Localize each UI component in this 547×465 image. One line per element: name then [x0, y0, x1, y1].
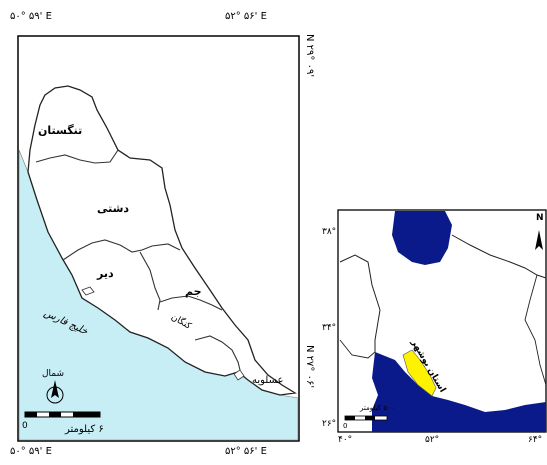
main-right-top-coord: N ۲۹° ۰۹'	[304, 34, 315, 78]
island	[81, 286, 95, 296]
island	[233, 369, 245, 381]
inset-country-border	[339, 339, 376, 359]
north-label: شمال	[42, 369, 65, 379]
inset-north-letter: N	[536, 213, 544, 223]
county-label-jam: جم	[185, 285, 202, 298]
north-arrow-icon	[46, 380, 64, 404]
inset-scale-label: ۵۰۰ کیلومتر	[360, 404, 395, 412]
main-top-right-coord: ۵۲° ۵۶' E	[225, 11, 267, 22]
inset-lat-34: ۳۴°	[322, 323, 337, 333]
inset-lon-64: ۶۴°	[528, 435, 543, 445]
inset-scale-zero: 0	[343, 422, 348, 430]
bushehr-province-highlight	[402, 349, 437, 397]
inset-lon-52: ۵۲°	[425, 435, 440, 445]
main-bottom-right-coord: ۵۲° ۵۶' E	[225, 446, 267, 457]
jam-kangan-border	[159, 295, 223, 311]
inset-lon-40: ۴۰°	[338, 435, 353, 445]
tangestan-dashti-border	[35, 149, 119, 164]
inset-north-arrow-icon	[535, 230, 543, 250]
main-scale-label: ۶ کیلومتر	[65, 424, 104, 435]
inset-lat-26: ۲۶°	[322, 419, 337, 429]
main-bottom-left-coord: ۵۰° ۵۹' E	[10, 446, 52, 457]
dayyer-jam-border	[139, 251, 161, 311]
county-label-tangestan: تنگستان	[38, 124, 83, 137]
main-scale-bar	[24, 411, 101, 418]
county-label-dashti: دشتی	[97, 202, 130, 215]
county-label-dayyer: دیر	[97, 267, 114, 280]
inset-lat-38: ۳۸°	[322, 227, 337, 237]
caspian-sea	[392, 211, 452, 265]
main-right-bottom-coord: N ۲۷° ۰۶'	[304, 345, 315, 389]
inset-persian-gulf	[372, 352, 546, 432]
inset-country-border	[524, 274, 547, 386]
main-top-left-coord: ۵۰° ۵۹' E	[10, 11, 52, 22]
dashti-dayyer-border	[62, 239, 181, 261]
county-label-asaluyeh: عسلویه	[252, 375, 284, 386]
kangan-asaluyeh-border	[194, 335, 241, 371]
main-scale-zero: 0	[22, 421, 28, 431]
inset-scale-bar	[344, 415, 388, 421]
